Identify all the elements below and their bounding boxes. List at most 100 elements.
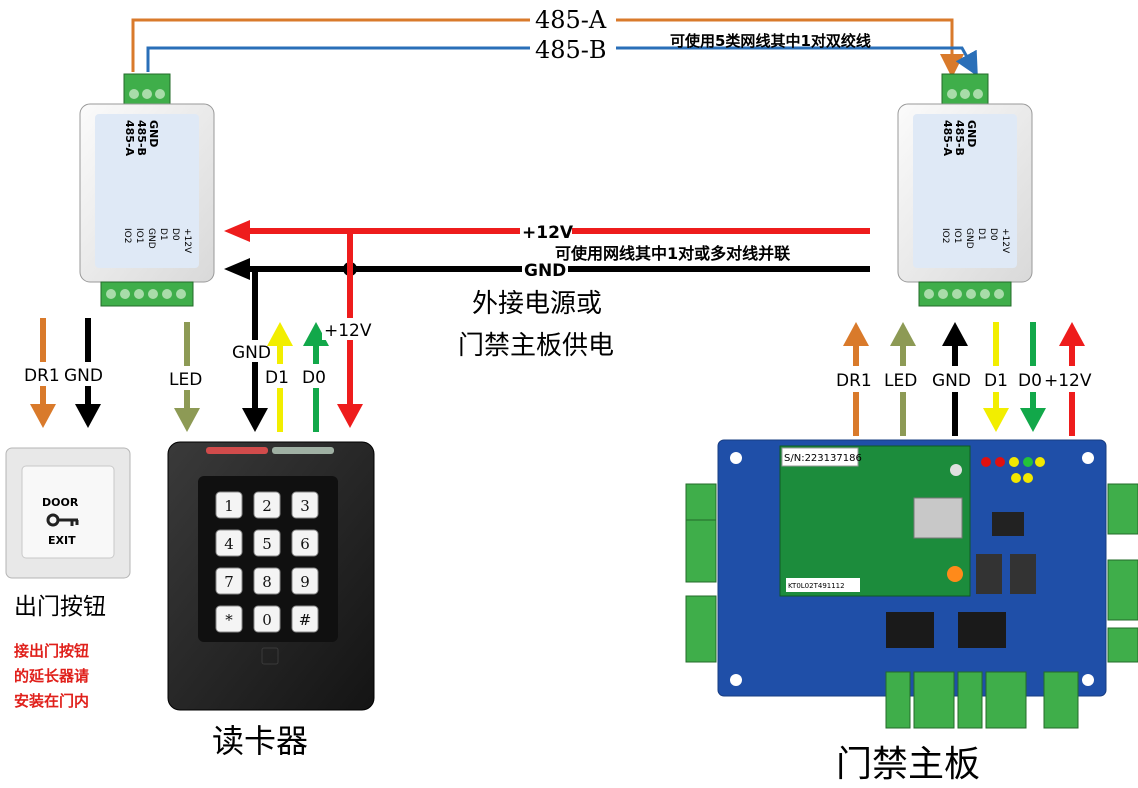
arrow-left-12v (337, 404, 363, 428)
power-lines: +12V GND 可使用网线其中1对或多对线并联 外接电源或 门禁主板供电 (224, 220, 870, 361)
keypad-key[interactable] (215, 605, 243, 633)
left-label-gnd: GND (64, 366, 103, 386)
extender-right-label-12v: +12V (1000, 228, 1010, 254)
keypad-key-label: 5 (262, 535, 272, 553)
left-label-dr1: DR1 (24, 366, 60, 386)
exit-button-caption: 出门按钮 (14, 594, 106, 620)
power-12v-arrowhead (224, 220, 250, 242)
power-source-line1: 外接电源或 (472, 289, 602, 319)
controller-terminals-left (685, 483, 717, 663)
arrow-right-dr1 (843, 322, 869, 346)
power-12v-label: +12V (522, 223, 574, 243)
left-label-d0: D0 (302, 368, 326, 388)
extender-right-label-485a: 485-A (941, 120, 954, 157)
extender-left-label-485b: 485-B (135, 120, 148, 156)
right-label-dr1: DR1 (836, 371, 872, 391)
key-icon (46, 513, 79, 527)
keypad-key[interactable] (253, 567, 281, 595)
keypad-key-label: 6 (300, 535, 310, 553)
right-label-gnd: GND (932, 371, 971, 391)
controller-status-leds (981, 457, 1045, 483)
extender-right-label-485b: 485-B (953, 120, 966, 156)
keypad-key[interactable] (253, 491, 281, 519)
exit-button-note-line1: 接出门按钮 (14, 642, 89, 660)
controller-relay-1 (886, 612, 934, 648)
arrow-right-12v (1059, 322, 1085, 346)
keypad-key-label: * (225, 611, 233, 629)
right-signal-arrows: DR1 LED GND D1 D0 +12V (834, 322, 1098, 436)
arrow-right-led (890, 322, 916, 346)
left-label-d1: D1 (265, 368, 289, 388)
keypad-key-label: 0 (262, 611, 272, 629)
power-source-line2: 门禁主板供电 (458, 331, 614, 361)
keypad-key-label: # (299, 611, 312, 629)
controller-terminals-right (1107, 483, 1138, 663)
left-label-12v: +12V (324, 321, 372, 341)
controller-terminals-bottom (885, 671, 1079, 729)
left-signal-arrows: DR1 GND LED GND D1 D0 +12V (22, 231, 378, 432)
controller-sticker: KT0L02T491112 (788, 582, 845, 590)
bus-485a-label: 485-A (535, 6, 607, 34)
keypad-key[interactable] (215, 567, 243, 595)
arrow-left-d1 (267, 322, 293, 346)
exit-button-exit-text: EXIT (48, 534, 76, 547)
extender-left-label-12v: +12V (182, 228, 192, 254)
arrow-left-dr1 (30, 404, 56, 428)
keypad-key-label: 8 (262, 573, 272, 591)
keypad-key[interactable] (291, 567, 319, 595)
extender-left-label-d1: D1 (158, 228, 168, 241)
power-gnd-arrowhead (224, 258, 250, 280)
arrow-right-d1 (983, 408, 1009, 432)
keypad-key[interactable] (291, 605, 319, 633)
bus-485b-label: 485-B (535, 36, 607, 64)
right-label-d1: D1 (984, 371, 1008, 391)
arrow-left-gnd (75, 404, 101, 428)
exit-button-note-line2: 的延长器请 (14, 667, 89, 685)
extender-right-label-d1: D1 (976, 228, 986, 241)
keypad-key-label: 7 (224, 573, 234, 591)
extender-right-label-io1: IO1 (952, 228, 962, 243)
extender-right-label-gnd2: GND (964, 228, 974, 249)
exit-button: DOOR EXIT 出门按钮 接出门按钮 的延长器请 安装在门内 (5, 447, 131, 710)
extender-right-label-d0: D0 (988, 228, 998, 241)
arrow-left-gnd2 (242, 408, 268, 432)
extender-left-label-io1: IO1 (134, 228, 144, 243)
extender-left: GND 485-B 485-A +12V D0 D1 GND IO1 IO2 (79, 73, 215, 307)
keypad-key[interactable] (215, 529, 243, 557)
keypad-key-label: 9 (300, 573, 310, 591)
power-gnd-label: GND (524, 261, 566, 281)
keypad-key[interactable] (253, 605, 281, 633)
keypad-key[interactable] (291, 529, 319, 557)
keypad-key-label: 3 (300, 497, 310, 515)
power-cable-note: 可使用网线其中1对或多对线并联 (555, 244, 790, 263)
keypad-key[interactable] (215, 491, 243, 519)
keypad-key[interactable] (291, 491, 319, 519)
controller-serial: S/N:223137186 (784, 453, 862, 464)
bus-cable-note: 可使用5类网线其中1对双绞线 (670, 32, 871, 50)
extender-left-label-gnd: GND (147, 120, 160, 147)
extender-left-label-d0: D0 (170, 228, 180, 241)
keypad-key-label: 2 (262, 497, 272, 515)
keypad-key-label: 1 (224, 497, 234, 515)
keypad-key[interactable] (253, 529, 281, 557)
left-label-gnd2: GND (232, 343, 271, 363)
extender-right-label-gnd: GND (965, 120, 978, 147)
right-label-12v: +12V (1044, 371, 1092, 391)
arrow-left-led (174, 408, 200, 432)
card-reader-caption: 读卡器 (212, 722, 308, 760)
exit-button-door-text: DOOR (42, 496, 79, 509)
arrow-right-d0 (1020, 408, 1046, 432)
controller-caption: 门禁主板 (836, 744, 980, 785)
exit-button-note-line3: 安装在门内 (14, 692, 89, 710)
arrow-right-gnd (942, 322, 968, 346)
right-label-d0: D0 (1018, 371, 1042, 391)
extender-right: GND 485-B 485-A +12V D0 D1 GND IO1 IO2 (897, 73, 1033, 307)
left-label-led: LED (169, 370, 202, 390)
extender-right-label-io2: IO2 (940, 228, 950, 243)
rs485-bus: 485-A 485-B 可使用5类网线其中1对双绞线 (131, 6, 978, 78)
controller-board: S/N:223137186 KT0L02T491112 门禁主板 (685, 439, 1138, 785)
extender-left-label-io2: IO2 (122, 228, 132, 243)
